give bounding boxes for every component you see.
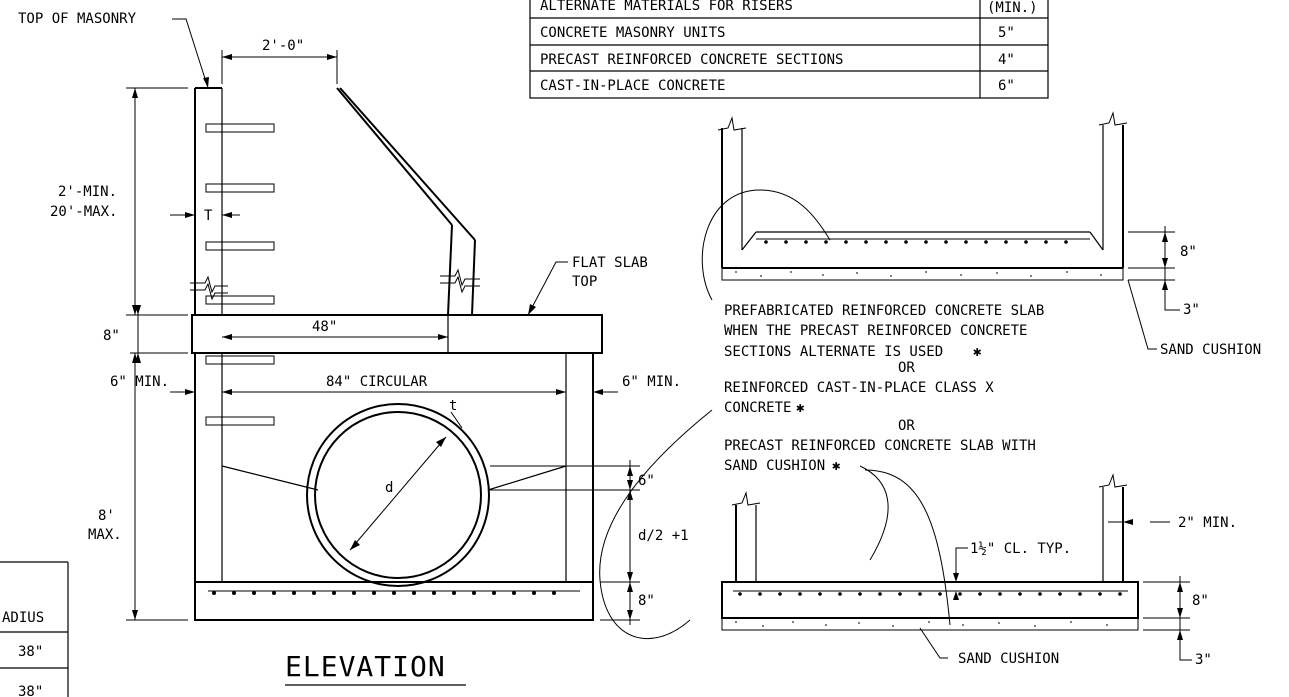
dim-wall-t: T	[204, 208, 213, 224]
note-line-1: PREFABRICATED REINFORCED CONCRETE SLAB	[724, 303, 1044, 319]
radius-table: ADIUS 38" 38"	[0, 561, 69, 697]
note-line-4: REINFORCED CAST-IN-PLACE CLASS X	[724, 380, 994, 396]
note-or-2: OR	[898, 418, 915, 434]
detail2-cl-typ: 1½" CL. TYP.	[970, 541, 1071, 557]
materials-row-2-thickness: 4"	[998, 52, 1015, 68]
flat-slab-top-label-1: FLAT SLAB	[572, 255, 648, 271]
dim-8ft-max: MAX.	[88, 527, 122, 543]
lower-rebar-dots	[738, 592, 1122, 596]
flat-slab-top-label-2: TOP	[572, 274, 597, 290]
elevation-title: ELEVATION	[285, 650, 446, 683]
dim-84in-circular: 84" CIRCULAR	[326, 374, 428, 390]
detail2-dim-8in: 8"	[1192, 593, 1209, 609]
upper-sand-hatch	[735, 271, 1102, 277]
materials-row-1-thickness: 5"	[998, 25, 1015, 41]
slab-detail-lower: 1½" CL. TYP. 2" MIN. 8" 3" SAND CUSHION	[721, 473, 1237, 668]
materials-row-2-name: PRECAST REINFORCED CONCRETE SECTIONS	[540, 52, 843, 68]
detail1-dim-3in: 3"	[1183, 302, 1200, 318]
dim-8ft: 8'	[98, 508, 115, 524]
sand-cushion-lower-label: SAND CUSHION	[958, 651, 1059, 667]
dim-2ft-min: 2'-MIN.	[58, 184, 117, 200]
materials-table-header-min: (MIN.)	[987, 0, 1038, 16]
note-or-1: OR	[898, 360, 915, 376]
note-line-7: SAND CUSHION	[724, 458, 825, 474]
upper-rebar-dots	[764, 240, 1068, 244]
pipe-wall-thickness-label: t	[449, 398, 457, 414]
dim-6in-min-left: 6" MIN.	[110, 374, 169, 390]
dim-6in-min-right: 6" MIN.	[622, 374, 681, 390]
materials-row-3-thickness: 6"	[998, 78, 1015, 94]
dim-48in: 48"	[312, 319, 337, 335]
slab-notes: PREFABRICATED REINFORCED CONCRETE SLAB W…	[599, 303, 1044, 639]
radius-row-2: 38"	[18, 684, 43, 697]
elevation-dimensions: TOP OF MASONRY 2'-0" 2'-MIN. 20'-MAX. T …	[18, 11, 689, 686]
note-asterisk-3: ✱	[832, 458, 841, 474]
lower-sand-hatch	[735, 621, 1108, 627]
materials-table-header: ALTERNATE MATERIALS FOR RISERS	[540, 0, 793, 14]
radius-table-header: ADIUS	[2, 610, 44, 626]
elevation-view: d t	[190, 87, 603, 621]
sand-cushion-upper-label: SAND CUSHION	[1160, 342, 1261, 358]
radius-row-1: 38"	[18, 644, 43, 660]
note-asterisk-1: ✱	[973, 344, 982, 360]
note-line-5: CONCRETE	[724, 400, 791, 416]
materials-row-1-name: CONCRETE MASONRY UNITS	[540, 25, 725, 41]
dim-8in-base: 8"	[638, 593, 655, 609]
materials-table: ALTERNATE MATERIALS FOR RISERS (MIN.) CO…	[529, 0, 1049, 99]
dim-d2-plus1: d/2 +1	[638, 528, 689, 544]
detail2-dim-3in: 3"	[1195, 652, 1212, 668]
slab-detail-upper: 8" 3" SAND CUSHION	[701, 111, 1261, 358]
base-rebar-dots	[212, 591, 556, 595]
note-line-3: SECTIONS ALTERNATE IS USED	[724, 344, 943, 360]
note-asterisk-2: ✱	[796, 400, 805, 416]
note-line-6: PRECAST REINFORCED CONCRETE SLAB WITH	[724, 438, 1036, 454]
detail2-2in-min: 2" MIN.	[1178, 515, 1237, 531]
note-line-2: WHEN THE PRECAST REINFORCED CONCRETE	[724, 323, 1027, 339]
detail1-dim-8in: 8"	[1180, 244, 1197, 260]
dim-8in-slab: 8"	[103, 328, 120, 344]
pipe-diameter-label: d	[385, 480, 393, 496]
materials-row-3-name: CAST-IN-PLACE CONCRETE	[540, 78, 725, 94]
top-of-masonry-label: TOP OF MASONRY	[18, 11, 137, 27]
dim-6in-bench: 6"	[638, 473, 655, 489]
dim-2ft-0in: 2'-0"	[262, 38, 304, 54]
dim-20ft-max: 20'-MAX.	[50, 204, 117, 220]
